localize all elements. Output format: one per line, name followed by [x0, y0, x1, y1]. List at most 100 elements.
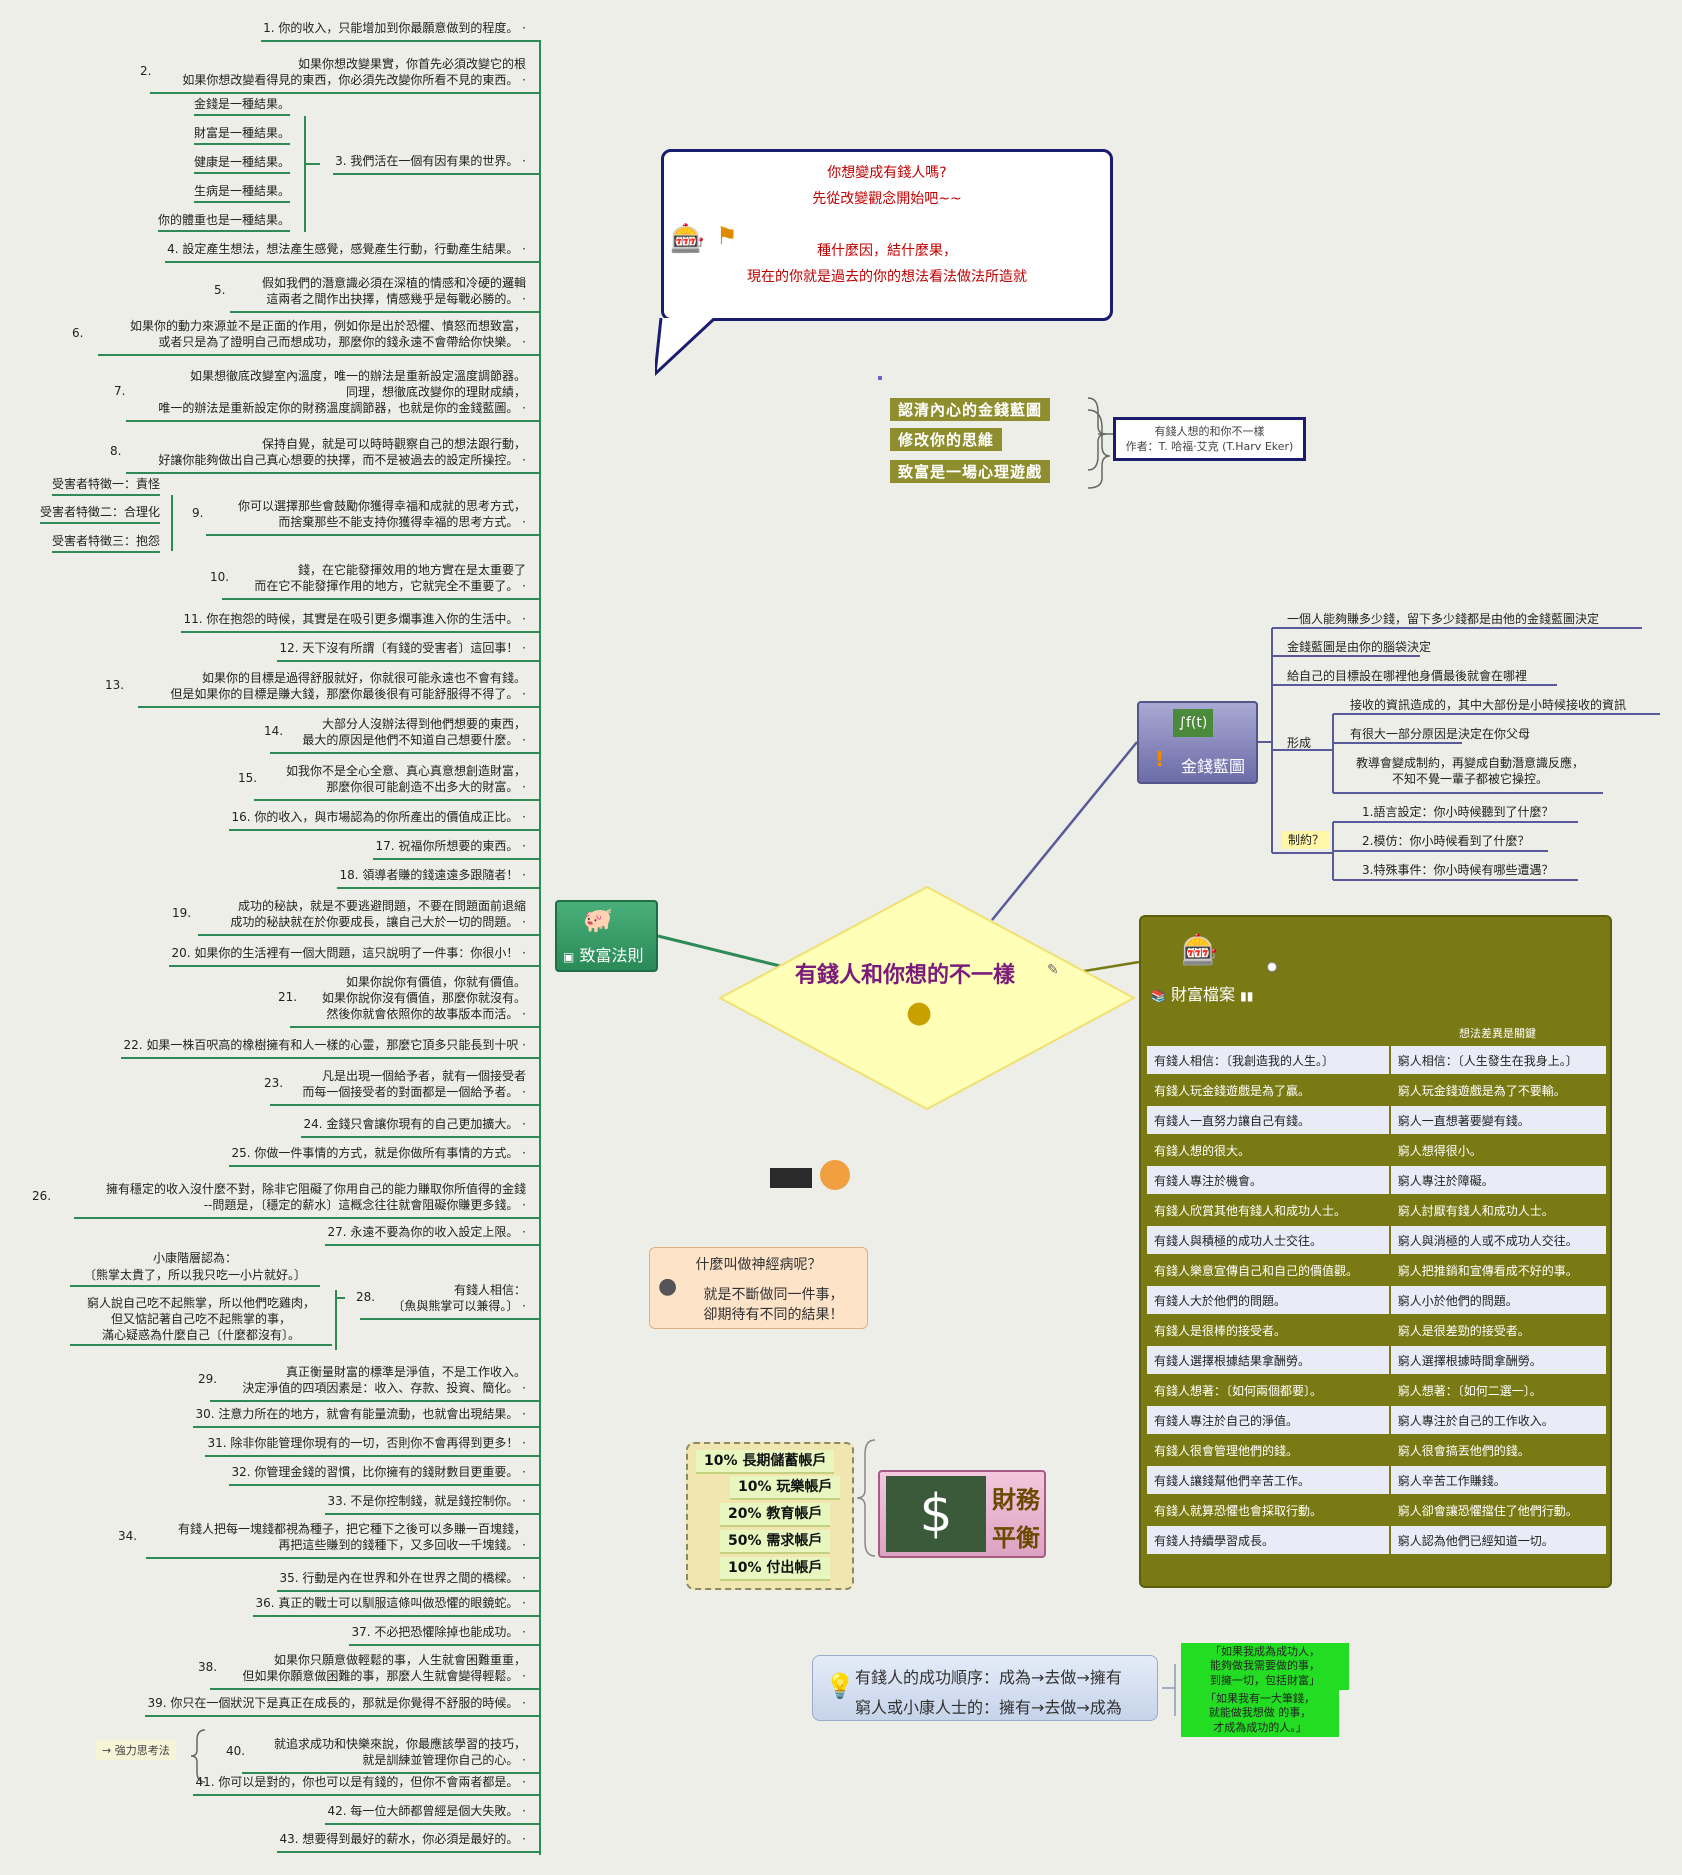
poor-cell: 窮人想著：〔如何二選一〕。	[1388, 1374, 1609, 1406]
poor-cell: 窮人選擇根據時間拿酬勞。	[1388, 1344, 1609, 1376]
poor-cell: 窮人卻會讓恐懼擋住了他們行動。	[1388, 1494, 1609, 1526]
rule-underline	[325, 1513, 540, 1515]
rule-item: 真正衡量財富的標準是淨值，不是工作收入。決定淨值的四項因素是：收入、存款、投資、…	[242, 1365, 526, 1396]
wealth-row: 有錢人大於他們的問題。窮人小於他們的問題。	[1145, 1284, 1609, 1316]
rule-item: 有錢人把每一塊錢都視為種子，把它種下之後可以多賺一百塊錢，再把這些賺到的錢種下，…	[177, 1522, 526, 1553]
wealth-row: 有錢人想著：〔如何兩個都要〕。窮人想著：〔如何二選一〕。	[1145, 1374, 1609, 1406]
note-icon: ✎	[1047, 962, 1059, 978]
poor-cell: 窮人把推銷和宣傳看成不好的事。	[1388, 1254, 1609, 1286]
balance-label-2: 平衡	[992, 1524, 1040, 1552]
rule-underline	[98, 354, 540, 356]
rule-item: 擁有穩定的收入沒什麼不對，除非它阻礙了你用自己的能力賺取你所值得的金錢--問題是…	[105, 1182, 526, 1213]
wealth-row: 有錢人與積極的成功人士交往。窮人與消極的人或不成功人交往。	[1145, 1224, 1609, 1256]
rule-number: 8.	[110, 444, 122, 458]
rule-underline	[198, 934, 540, 936]
rule-underline	[146, 1557, 540, 1559]
poor-cell: 窮人認為他們已經知道一切。	[1388, 1524, 1609, 1556]
rule-item: 42. 每一位大師都曾經是個大失敗。 ·	[327, 1804, 526, 1818]
doc-icon: ▣	[563, 950, 575, 964]
power-thinking-link[interactable]: → 強力思考法	[96, 1740, 176, 1760]
rule-item: 31. 除非你能管理你現有的一切，否則你不會再得到更多！ ·	[207, 1436, 526, 1450]
blueprint-node[interactable]: ∫f(t) ! 金錢藍圖	[1137, 701, 1258, 784]
speech-line-3: 種什麼因，結什麼果，	[817, 243, 957, 259]
rule-item: 33. 不是你控制錢，就是錢控制你。 ·	[327, 1494, 526, 1508]
insanity-question: 什麼叫做神經病呢？	[695, 1257, 822, 1273]
rule-item: 如果你只願意做輕鬆的事，人生就會困難重重，但如果你願意做困難的事，那麼人生就會變…	[242, 1653, 526, 1684]
rule-item: 大部分人沒辦法得到他們想要的東西，最大的原因是他們不知道自己想要什麼。 ·	[302, 717, 526, 748]
rule-underline	[373, 858, 540, 860]
book-author: 作者：T. 哈福·艾克 (T.Harv Eker)	[1125, 440, 1294, 454]
poor-cell: 窮人辛苦工作賺錢。	[1388, 1464, 1609, 1496]
rule-underline	[193, 1794, 540, 1796]
wealth-row: 有錢人就算恐懼也會採取行動。窮人卻會讓恐懼擋住了他們行動。	[1145, 1494, 1609, 1526]
rich-order: 有錢人的成功順序：成為→去做→擁有	[855, 1668, 1122, 1687]
rich-cell: 有錢人專注於自己的淨值。	[1145, 1404, 1391, 1436]
central-topic[interactable]	[718, 885, 1136, 1111]
rule-item: 12. 天下沒有所謂〔有錢的受害者〕這回事！ ·	[279, 641, 526, 655]
rule-item: 27. 永遠不要為你的收入設定上限。 ·	[327, 1225, 526, 1239]
rule-underline	[230, 311, 540, 313]
result-item: 健康是一種結果。	[193, 154, 290, 175]
rule-item: 假如我們的潛意識必須在深植的情感和冷硬的邏輯這兩者之間作出抉擇，情感幾乎是每戰必…	[261, 276, 526, 307]
condition-item-1: 1.語言設定：你小時候聽到了什麼？	[1362, 805, 1554, 819]
rule-item: 41. 你可以是對的，你也可以是有錢的，但你不會兩者都是。 ·	[195, 1775, 526, 1789]
rule-underline	[210, 1688, 540, 1690]
rule-item: 你可以選擇那些會鼓勵你獲得幸福和成就的思考方式，而捨棄那些不能支持你獲得幸福的思…	[237, 499, 526, 530]
rule-number: 29.	[198, 1372, 218, 1386]
rule-item: 1. 你的收入，只能增加到你最願意做到的程度。 ·	[263, 21, 526, 35]
rule-item: 39. 你只在一個狀況下是真正在成長的，那就是你覺得不舒服的時候。 ·	[147, 1696, 526, 1710]
wealth-row: 有錢人欣賞其他有錢人和成功人士。窮人討厭有錢人和成功人士。	[1145, 1194, 1609, 1226]
rule-number: 7.	[114, 384, 126, 398]
result-item: 金錢是一種結果。	[193, 96, 290, 117]
rules-node[interactable]: 🐖 ▣ 致富法則	[555, 900, 658, 972]
rule-underline	[290, 1026, 540, 1028]
poor-cell: 窮人與消極的人或不成功人交往。	[1388, 1224, 1609, 1256]
rule-item: 就追求成功和快樂來說，你最應該學習的技巧，就是訓練並管理你自己的心。 ·	[273, 1737, 526, 1768]
wealth-row: 有錢人樂意宣傳自己和自己的價值觀。窮人把推銷和宣傳看成不好的事。	[1145, 1254, 1609, 1286]
book-title: 有錢人想的和你不一樣	[1154, 425, 1265, 438]
rule-underline	[150, 92, 540, 94]
rule-item: 22. 如果一株百呎高的橡樹擁有和人一樣的心靈，那麼它頂多只能長到十呎 ·	[123, 1038, 526, 1052]
rule-underline	[325, 1823, 540, 1825]
rich-cell: 有錢人讓錢幫他們辛苦工作。	[1145, 1464, 1391, 1496]
rule-underline	[253, 1615, 540, 1617]
rule-item: 30. 注意力所在的地方，就會有能量流動，也就會出現結果。 ·	[195, 1407, 526, 1421]
rich-cell: 有錢人相信：〔我創造我的人生。〕	[1145, 1044, 1391, 1076]
insanity-box: ● 什麼叫做神經病呢？ 就是不斷做同一件事， 卻期待有不同的結果！	[649, 1247, 868, 1329]
slot-machine-icon: 🎰	[1181, 933, 1219, 968]
rule-underline	[270, 752, 540, 754]
rule-number: 6.	[72, 326, 84, 340]
rule-number: 21.	[278, 990, 298, 1004]
rule-underline	[121, 1057, 540, 1059]
rule-underline	[270, 1104, 540, 1106]
rule-item: 如果你的動力來源並不是正面的作用，例如你是出於恐懼、憤怒而想致富，或者只是為了證…	[129, 319, 526, 350]
blueprint-item-3: 給自己的目標設在哪裡他身價最後就會在哪裡	[1287, 669, 1528, 683]
rule-number: 2.	[140, 64, 152, 78]
wealth-file-label: 財富檔案	[1171, 985, 1236, 1004]
poor-quote-box: 「如果我有一大筆錢， 就能做我想做 的事， 才成為成功的人。」	[1181, 1690, 1339, 1737]
rule-number: 14.	[264, 724, 284, 738]
rich-cell: 有錢人與積極的成功人士交往。	[1145, 1224, 1391, 1256]
rich-cell: 有錢人一直努力讓自己有錢。	[1145, 1104, 1391, 1136]
rule-underline	[181, 631, 540, 633]
bomb-icon: ●	[658, 1274, 678, 1299]
victim-item: 受害者特徵三：抱怨	[51, 533, 160, 554]
wealth-row: 有錢人專注於自己的淨值。窮人專注於自己的工作收入。	[1145, 1404, 1609, 1436]
wealth-file-panel[interactable]: 🎰 📚 財富檔案 ▮▮ 想法差異是關鍵 有錢人相信：〔我創造我的人生。〕窮人相信…	[1139, 915, 1612, 1588]
poor-cell: 窮人想得很小。	[1388, 1134, 1609, 1166]
poor-cell: 窮人相信：〔人生發生在我身上。〕	[1388, 1044, 1609, 1076]
rule-underline	[165, 261, 540, 263]
rule-underline	[325, 1244, 540, 1246]
poor-cell: 窮人是很差勁的接受者。	[1388, 1314, 1609, 1346]
insanity-answer-2: 卻期待有不同的結果！	[703, 1307, 844, 1323]
balance-node[interactable]: $ 財務 平衡	[878, 1470, 1046, 1558]
coins-icon: ●	[906, 995, 933, 1030]
wealth-row: 有錢人專注於機會。窮人專注於障礙。	[1145, 1164, 1609, 1196]
rich-cell: 有錢人很會管理他們的錢。	[1145, 1434, 1391, 1466]
rule-underline	[333, 173, 540, 175]
rich-cell: 有錢人樂意宣傳自己和自己的價值觀。	[1145, 1254, 1391, 1286]
book-tag-2: 修改你的思維	[890, 428, 1003, 451]
rule-number: 38.	[198, 1660, 218, 1674]
result-item: 財富是一種結果。	[193, 125, 290, 146]
center-to-blueprint-line	[991, 741, 1138, 921]
